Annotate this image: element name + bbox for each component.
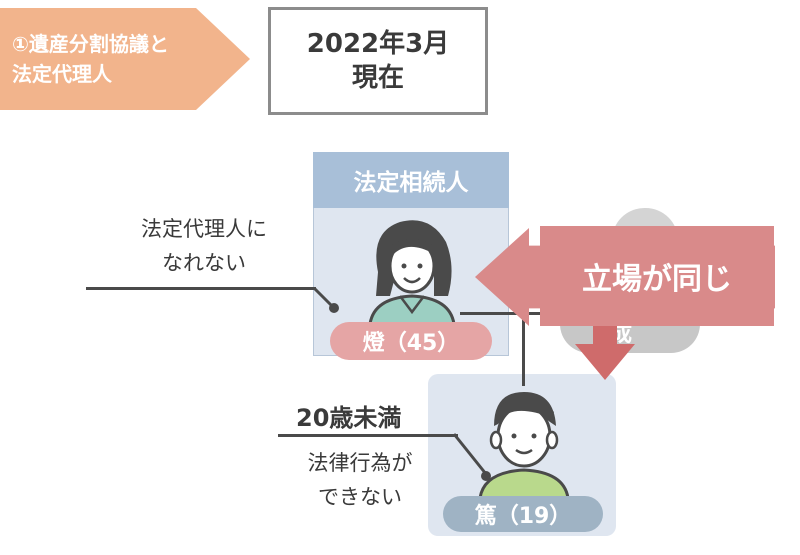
callout-text: 立場が同じ — [582, 262, 732, 297]
child-note-line-1: 法律行為が — [307, 451, 413, 475]
child-name-pill: 篤（19） — [443, 496, 603, 532]
date-box: 2022年3月 現在 — [268, 7, 488, 115]
left-note: 法定代理人に なれない — [104, 212, 304, 280]
left-note-line-1: 法定代理人に — [141, 217, 267, 241]
connector-horizontal — [460, 312, 550, 315]
callout-box — [540, 226, 774, 326]
badge-line-1: ①遺産分割協議と — [12, 32, 169, 56]
badge-line-2: 法定代理人 — [12, 62, 112, 86]
left-note-pointer — [312, 286, 339, 313]
child-note-line-2: できない — [318, 485, 402, 509]
child-age-note: 20歳未満 — [296, 404, 402, 432]
connector-vertical — [522, 312, 525, 386]
date-line-1: 2022年3月 — [306, 29, 450, 59]
left-note-underline — [86, 287, 316, 290]
left-note-line-2: なれない — [162, 251, 246, 275]
child-avatar-icon — [478, 392, 570, 498]
child-note-pointer — [452, 433, 491, 481]
mother-avatar-icon — [368, 220, 456, 324]
child-note-underline — [278, 434, 458, 437]
date-line-2: 現在 — [351, 63, 404, 93]
mother-name-pill: 燈（45） — [330, 322, 492, 360]
heir-panel-header: 法定相続人 — [313, 152, 509, 208]
section-badge: ①遺産分割協議と 法定代理人 — [0, 8, 250, 110]
child-note: 法律行為が できない — [280, 446, 440, 514]
